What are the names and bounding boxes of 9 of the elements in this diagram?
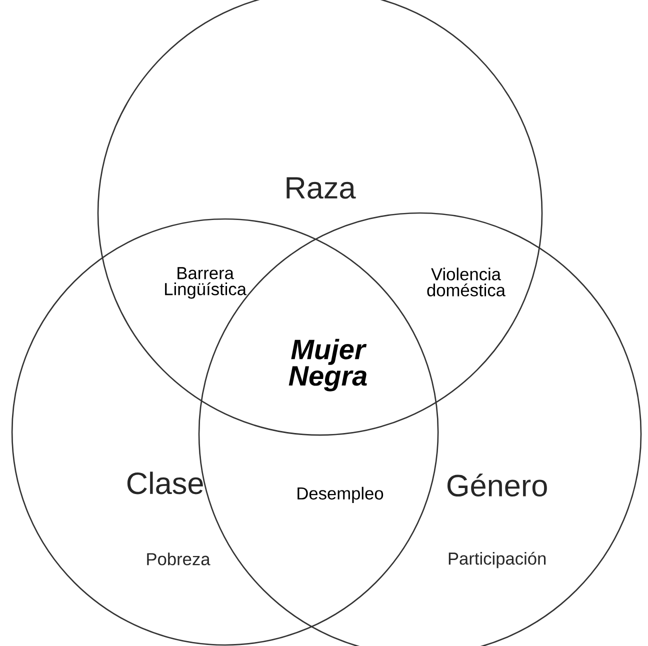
overlap-label: Barrera Lingüística xyxy=(165,267,246,299)
circle-title: Género xyxy=(447,474,547,496)
circle-note: Pobreza xyxy=(147,552,210,566)
center-label: Mujer Negra xyxy=(288,338,367,392)
circle-note: Participación xyxy=(448,552,546,568)
overlap-label: Desempleo xyxy=(298,486,384,504)
overlap-label: Violencia doméstica xyxy=(427,268,506,296)
circle-title: Clase xyxy=(127,472,203,494)
circle-title: Raza xyxy=(286,177,356,199)
